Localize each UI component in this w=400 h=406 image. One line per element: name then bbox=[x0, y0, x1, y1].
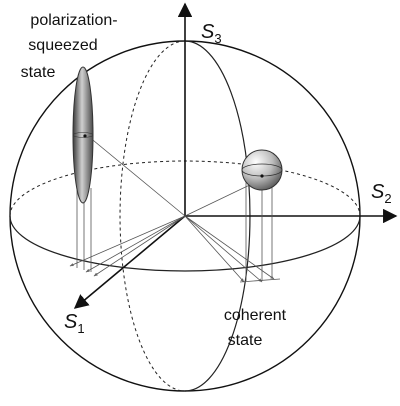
s2-letter: S bbox=[371, 181, 385, 203]
s3-label: S3 bbox=[201, 21, 222, 46]
squeezed-projection bbox=[69, 135, 186, 277]
squeezed-label-line1: polarization- bbox=[30, 12, 117, 29]
equator-front bbox=[9, 215, 361, 272]
coherent-projection bbox=[184, 178, 281, 283]
coherent-center-dot bbox=[260, 174, 264, 178]
squeezed-state-ellipsoid bbox=[72, 66, 94, 204]
s1-label: S1 bbox=[64, 311, 85, 336]
coherent-label-line2: state bbox=[228, 332, 263, 349]
s1-letter: S bbox=[64, 311, 78, 333]
squeezed-ellipsoid-ring bbox=[72, 132, 94, 138]
squeezed-label-line3: state bbox=[21, 64, 56, 81]
meridian-back bbox=[119, 40, 186, 392]
s2-subscript: 2 bbox=[384, 191, 391, 206]
squeezed-label-line2: squeezed bbox=[28, 37, 97, 54]
coherent-label-line1: coherent bbox=[224, 307, 287, 324]
squeezed-center-dot bbox=[83, 134, 87, 138]
s1-subscript: 1 bbox=[77, 321, 84, 336]
coherent-state-ball bbox=[241, 149, 283, 191]
s2-label: S2 bbox=[371, 181, 392, 206]
s3-letter: S bbox=[201, 21, 215, 43]
s3-subscript: 3 bbox=[214, 31, 221, 46]
s1-axis bbox=[73, 215, 186, 309]
